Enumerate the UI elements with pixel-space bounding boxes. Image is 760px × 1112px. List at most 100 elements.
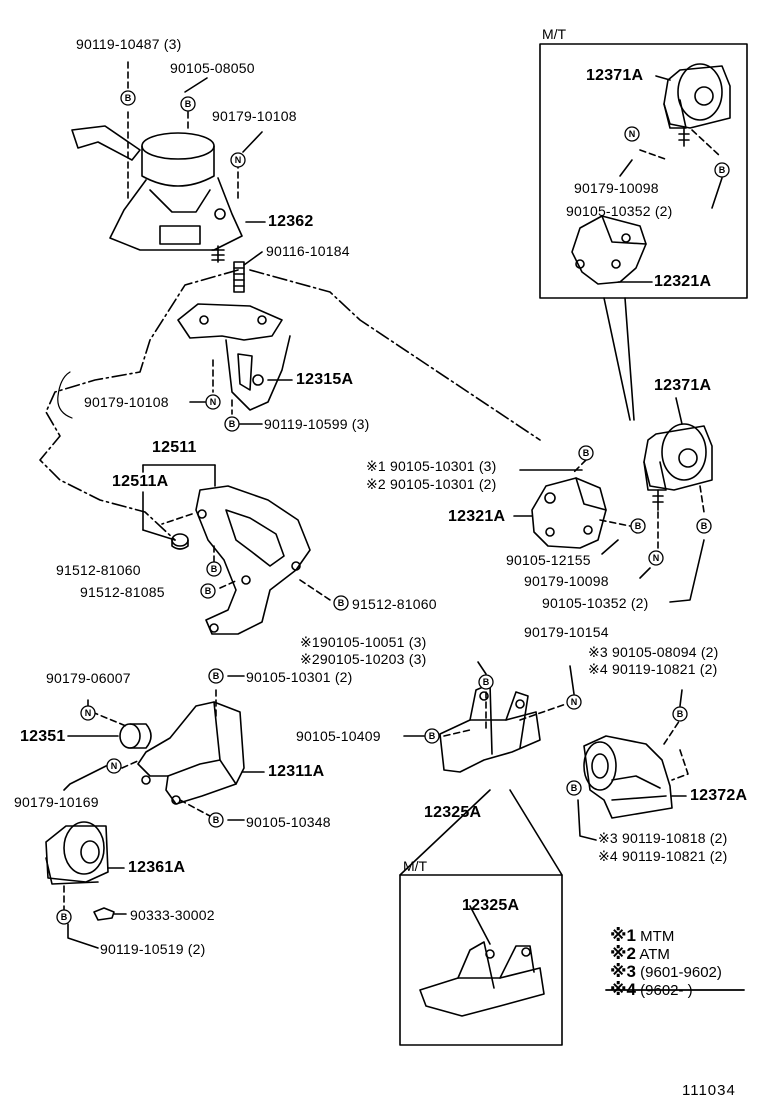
part-label: 91512-81060 (56, 562, 141, 578)
engine-mount-12362-drawing (71, 125, 243, 263)
svg-text:B: B (677, 709, 684, 719)
b-marker: B (200, 583, 216, 599)
bracket-12315a-drawing (177, 303, 291, 411)
mt-top-box (539, 43, 748, 299)
part-label: ※4 90119-10821 (2) (588, 661, 718, 677)
svg-text:N: N (85, 708, 92, 718)
insulator-12361a-drawing (45, 821, 109, 885)
part-label: ※4 90119-10821 (2) (598, 848, 728, 864)
bracket-12311a-drawing (137, 701, 245, 805)
b-marker: B (333, 595, 349, 611)
part-label: 12351 (20, 728, 66, 745)
svg-text:N: N (629, 129, 636, 139)
part-label: 90179-10108 (84, 394, 169, 410)
part-label: 90105-10301 (2) (246, 669, 353, 685)
part-label: ※190105-10051 (3) (300, 634, 427, 650)
svg-text:N: N (235, 155, 242, 165)
svg-text:B: B (125, 93, 132, 103)
part-label: ※3 90105-08094 (2) (588, 644, 719, 660)
part-label: 12371A (654, 377, 712, 394)
part-label: 91512-81085 (80, 584, 165, 600)
mt-label-bottom: M/T (403, 858, 428, 874)
part-label: ※2 90105-10301 (2) (366, 476, 497, 492)
part-label: 90119-10519 (2) (100, 941, 206, 957)
part-label: ※3 90119-10818 (2) (598, 830, 728, 846)
stud-90116-10184-drawing (233, 261, 245, 293)
legend-row-4: ※4 (9602- ) (610, 980, 693, 1000)
svg-text:N: N (571, 697, 578, 707)
part-label: 12511 (152, 439, 197, 456)
bracket-12325a-mt-drawing (419, 905, 545, 1017)
part-label: 90119-10599 (3) (264, 416, 370, 432)
part-label: 91512-81060 (352, 596, 437, 612)
part-label: 12372A (690, 787, 748, 804)
part-label: 12321A (654, 273, 712, 290)
b-marker: B (56, 909, 72, 925)
b-marker: B (120, 90, 136, 106)
b-marker: B (180, 96, 196, 112)
svg-text:B: B (483, 677, 490, 687)
part-label: 12325A (424, 804, 482, 821)
svg-text:B: B (185, 99, 192, 109)
legend-mark: ※3 (610, 962, 636, 981)
legend-row-1: ※1 MTM (610, 926, 674, 946)
part-label: 90333-30002 (130, 907, 215, 923)
part-label: 12361A (128, 859, 186, 876)
svg-text:B: B (583, 448, 590, 458)
b-marker: B (208, 668, 224, 684)
bolt-91512-81060-drawing (171, 533, 189, 550)
svg-text:B: B (635, 521, 642, 531)
svg-text:B: B (211, 564, 218, 574)
b-marker: B (696, 518, 712, 534)
legend-text: MTM (640, 928, 675, 945)
legend-row-3: ※3 (9601-9602) (610, 962, 722, 982)
bracket-12511a-drawing (195, 485, 311, 635)
part-label: 90116-10184 (266, 243, 350, 259)
part-label: 90119-10487 (3) (76, 36, 182, 52)
illustration-number: 111034 (682, 1082, 736, 1099)
part-label: 90105-12155 (506, 552, 591, 568)
b-marker: B (672, 706, 688, 722)
n-marker: N (80, 705, 96, 721)
svg-text:B: B (61, 912, 68, 922)
clip-90333-30002-drawing (93, 907, 115, 921)
part-label: 90179-10098 (574, 180, 659, 196)
part-label: 90105-10409 (296, 728, 381, 744)
part-label: 90105-10348 (246, 814, 331, 830)
n-marker: N (624, 126, 640, 142)
b-marker: B (714, 162, 730, 178)
svg-text:B: B (701, 521, 708, 531)
svg-text:N: N (111, 761, 118, 771)
part-label: 12321A (448, 508, 506, 525)
insulator-12371a-mid-drawing (643, 423, 713, 511)
part-label: 90179-10098 (524, 573, 609, 589)
svg-text:B: B (213, 815, 220, 825)
svg-text:B: B (719, 165, 726, 175)
insulator-12372a-drawing (583, 735, 673, 819)
part-label: 12315A (296, 371, 354, 388)
legend-mark: ※4 (610, 980, 636, 999)
part-label: 12362 (268, 213, 314, 230)
svg-text:N: N (653, 553, 660, 563)
part-label: 90179-10169 (14, 794, 99, 810)
bracket-12325a-drawing (439, 683, 541, 773)
legend-row-2: ※2 ATM (610, 944, 670, 964)
part-label: 12371A (586, 67, 644, 84)
b-marker: B (208, 812, 224, 828)
bracket-12321a-mid-drawing (531, 477, 607, 549)
n-marker: N (566, 694, 582, 710)
part-label: ※290105-10203 (3) (300, 651, 427, 667)
part-label: 90105-10352 (2) (542, 595, 649, 611)
part-label: 12325A (462, 897, 520, 914)
insulator-12351-drawing (119, 723, 152, 749)
svg-text:B: B (205, 586, 212, 596)
legend-mark: ※2 (610, 944, 636, 963)
insulator-12371a-top-drawing (663, 63, 731, 147)
part-label: 90179-10154 (524, 624, 609, 640)
part-label: ※1 90105-10301 (3) (366, 458, 497, 474)
svg-text:B: B (213, 671, 220, 681)
part-label: 90105-08050 (170, 60, 255, 76)
b-marker: B (224, 416, 240, 432)
legend-text: ATM (639, 946, 670, 963)
